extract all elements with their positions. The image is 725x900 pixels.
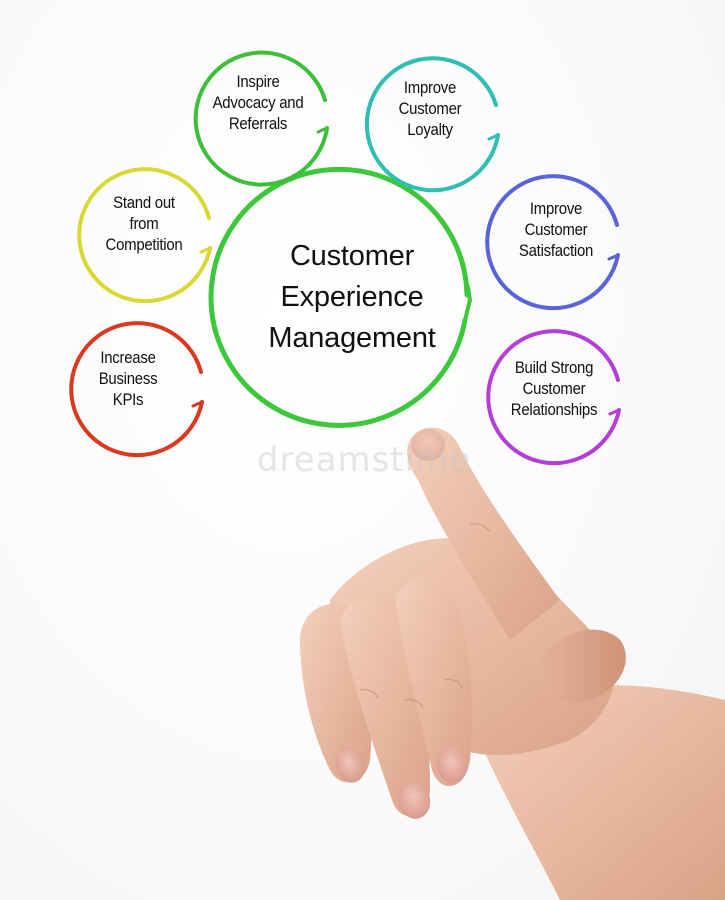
satellite-ring-loyalty bbox=[364, 56, 500, 193]
satellite-ring-kpis bbox=[69, 321, 204, 458]
satellite-label-loyalty: Improve Customer Loyalty bbox=[398, 77, 462, 139]
satellite-label-kpis: Increase Business KPIs bbox=[98, 347, 158, 409]
satellite-label-competition: Stand out from Competition bbox=[105, 192, 183, 254]
satellite-ring-relationships bbox=[486, 329, 621, 466]
center-circle bbox=[208, 166, 473, 428]
satellite-label-satisfaction: Improve Customer Satisfaction bbox=[518, 198, 594, 260]
satellite-ring-competition bbox=[77, 167, 212, 304]
satellite-label-advocacy: Inspire Advocacy and Referrals bbox=[212, 71, 304, 133]
pointing-hand-icon bbox=[300, 427, 725, 900]
satellite-ring-advocacy bbox=[193, 50, 329, 187]
satellite-label-relationships: Build Strong Customer Relationships bbox=[510, 357, 598, 419]
satellite-ring-satisfaction bbox=[485, 174, 620, 311]
center-label: Customer Experience Management bbox=[268, 239, 436, 354]
watermark-text: dreamstime bbox=[256, 440, 472, 480]
